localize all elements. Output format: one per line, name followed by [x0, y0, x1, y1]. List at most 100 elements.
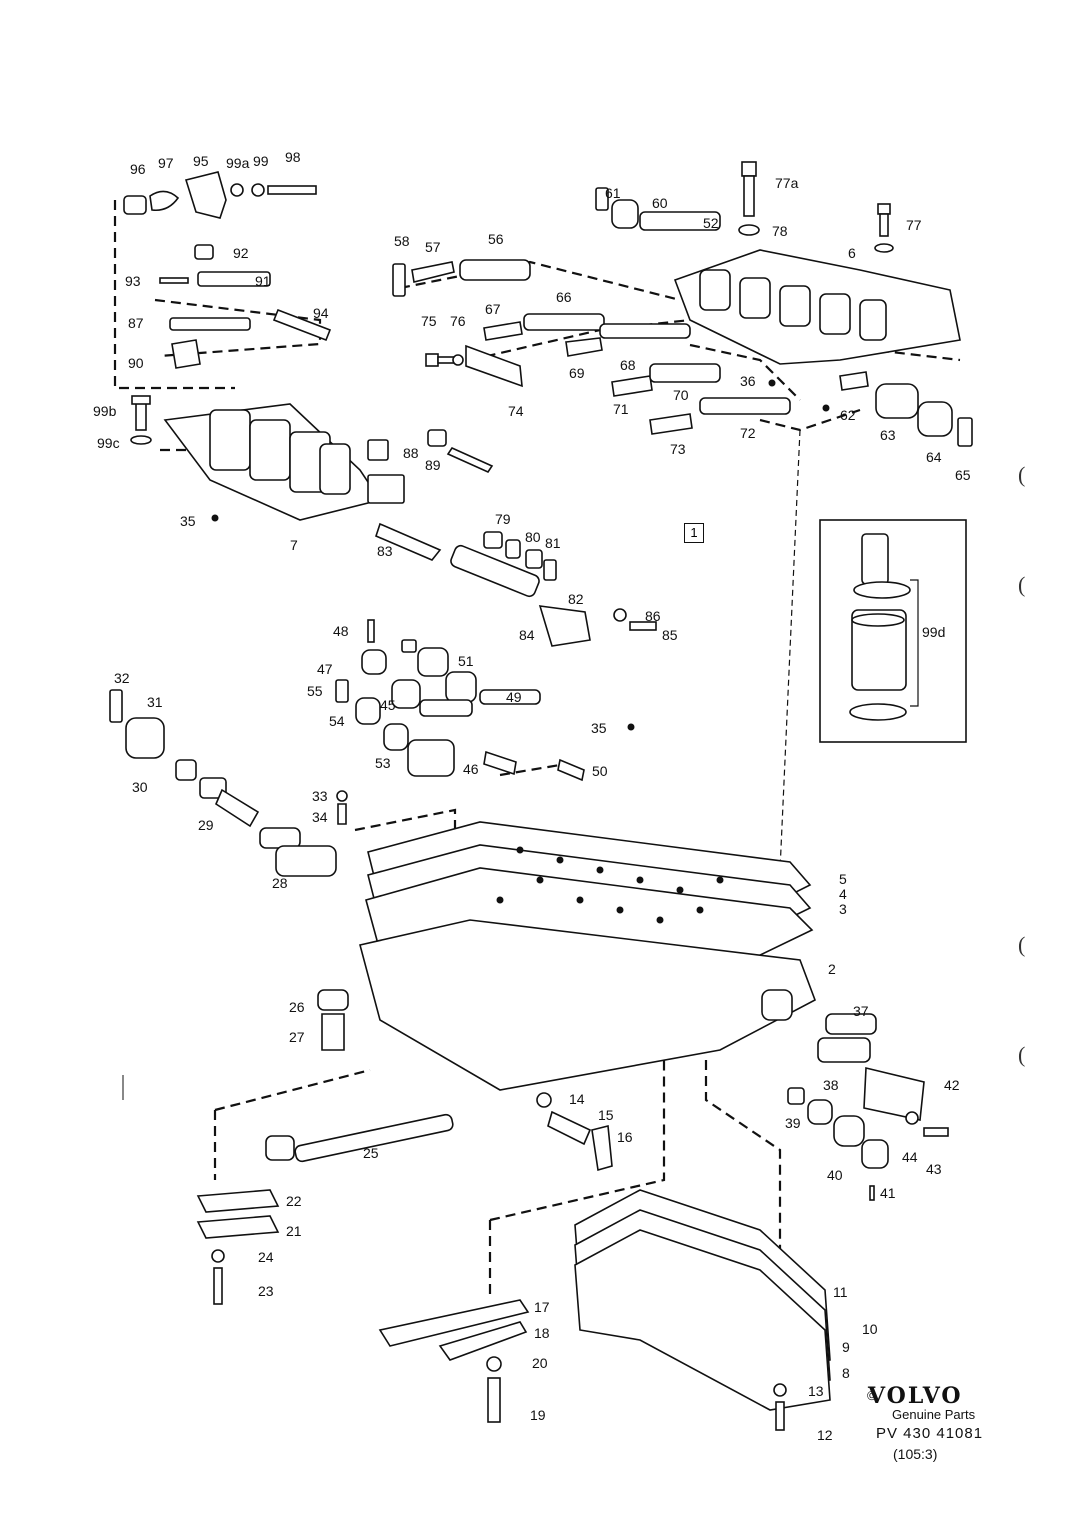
lower-right-plates	[488, 1060, 831, 1431]
part-label: 60	[652, 195, 668, 211]
part-label: 88	[403, 445, 419, 461]
bottom-centre-parts	[378, 1299, 530, 1423]
part-label: 24	[258, 1249, 274, 1265]
copyright-mark: ©	[867, 1388, 877, 1403]
part-label: 18	[534, 1325, 550, 1341]
part-label: 6	[848, 245, 856, 261]
part-label: 26	[289, 999, 305, 1015]
part-label: 21	[286, 1223, 302, 1239]
middle-valve-parts	[335, 619, 635, 782]
part-label: 57	[425, 239, 441, 255]
part-label: 19	[530, 1407, 546, 1423]
part-label: 75	[421, 313, 437, 329]
part-label: 77	[906, 217, 922, 233]
part-label: 99	[253, 153, 269, 169]
part-label: 93	[125, 273, 141, 289]
part-label: 9	[842, 1339, 850, 1355]
part-label: 94	[313, 305, 329, 321]
part-label: 40	[827, 1167, 843, 1183]
part-label: 99a	[226, 155, 250, 171]
part-label: 47	[317, 661, 333, 677]
part-label: 90	[128, 355, 144, 371]
reference-number: PV 430 41081	[876, 1425, 984, 1442]
part-label: 11	[833, 1284, 848, 1300]
part-label: 73	[670, 441, 686, 457]
part-label: 25	[363, 1145, 379, 1161]
part-label: 68	[620, 357, 636, 373]
part-labels: 96 97 95 99a 99 98 92 93 91 94 87 90 99b…	[93, 149, 971, 1443]
part-label: 64	[926, 449, 942, 465]
brand-tagline: Genuine Parts	[892, 1407, 976, 1422]
part-label: 12	[817, 1427, 833, 1443]
part-label: 27	[289, 1029, 305, 1045]
part-label: 30	[132, 779, 148, 795]
part-label: 7	[290, 537, 298, 553]
part-label: 17	[534, 1299, 550, 1315]
part-label: 76	[450, 313, 466, 329]
part-label: 86	[645, 608, 661, 624]
part-label: 48	[333, 623, 349, 639]
part-label: 20	[532, 1355, 548, 1371]
part-label: 63	[880, 427, 896, 443]
part-label: 36	[740, 373, 756, 389]
upper-right-valve-body	[392, 161, 973, 871]
part-label: 85	[662, 627, 678, 643]
part-label: 22	[286, 1193, 302, 1209]
part-label: 84	[519, 627, 535, 643]
part-label: 92	[233, 245, 249, 261]
right-side-parts	[787, 1013, 949, 1201]
part-label: 51	[458, 653, 474, 669]
part-label: 49	[506, 689, 522, 705]
part-label: 37	[853, 1003, 869, 1019]
part-label: 28	[272, 875, 288, 891]
margin-mark: (	[1018, 932, 1026, 957]
upper-left-valve-body	[113, 171, 657, 647]
part-label: 46	[463, 761, 479, 777]
part-label: 14	[569, 1091, 585, 1107]
part-label: 80	[525, 529, 541, 545]
part-label: 2	[828, 961, 836, 977]
margin-mark: (	[1018, 462, 1026, 487]
part-label: 96	[130, 161, 146, 177]
part-label: 8	[842, 1365, 850, 1381]
part-label: 98	[285, 149, 301, 165]
part-label: 33	[312, 788, 328, 804]
part-label: 5	[839, 871, 847, 887]
lower-left-parts	[196, 989, 613, 1305]
group-number-box: 1	[684, 523, 704, 543]
part-label: 99b	[93, 403, 117, 419]
part-label: 50	[592, 763, 608, 779]
part-label: 15	[598, 1107, 614, 1123]
part-label: 83	[377, 543, 393, 559]
part-label: 81	[545, 535, 561, 551]
main-valve-body	[354, 763, 816, 1091]
part-label: 39	[785, 1115, 801, 1131]
sub-reference: (105:3)	[893, 1446, 938, 1462]
part-label: 55	[307, 683, 323, 699]
part-label: 45	[380, 697, 396, 713]
part-label: 89	[425, 457, 441, 473]
part-label: 16	[617, 1129, 633, 1145]
part-label: 58	[394, 233, 410, 249]
brand-logo: VOLVO	[868, 1383, 963, 1409]
part-label: 32	[114, 670, 130, 686]
part-label: 87	[128, 315, 144, 331]
part-label: 34	[312, 809, 328, 825]
margin-mark: (	[1018, 1042, 1026, 1067]
left-valve-assembly	[109, 689, 348, 877]
part-label: 79	[495, 511, 511, 527]
part-label: 35	[180, 513, 196, 529]
part-label: 62	[840, 407, 856, 423]
part-label: 41	[880, 1185, 896, 1201]
part-label: 3	[839, 901, 847, 917]
part-label: 54	[329, 713, 345, 729]
part-label: 70	[673, 387, 689, 403]
part-label: 53	[375, 755, 391, 771]
part-label: 99d	[922, 624, 945, 640]
part-label: 4	[839, 886, 847, 902]
part-label: 13	[808, 1383, 824, 1399]
part-label: 43	[926, 1161, 942, 1177]
part-label: 71	[613, 401, 629, 417]
part-label: 67	[485, 301, 501, 317]
margin-mark: (	[1018, 572, 1026, 597]
